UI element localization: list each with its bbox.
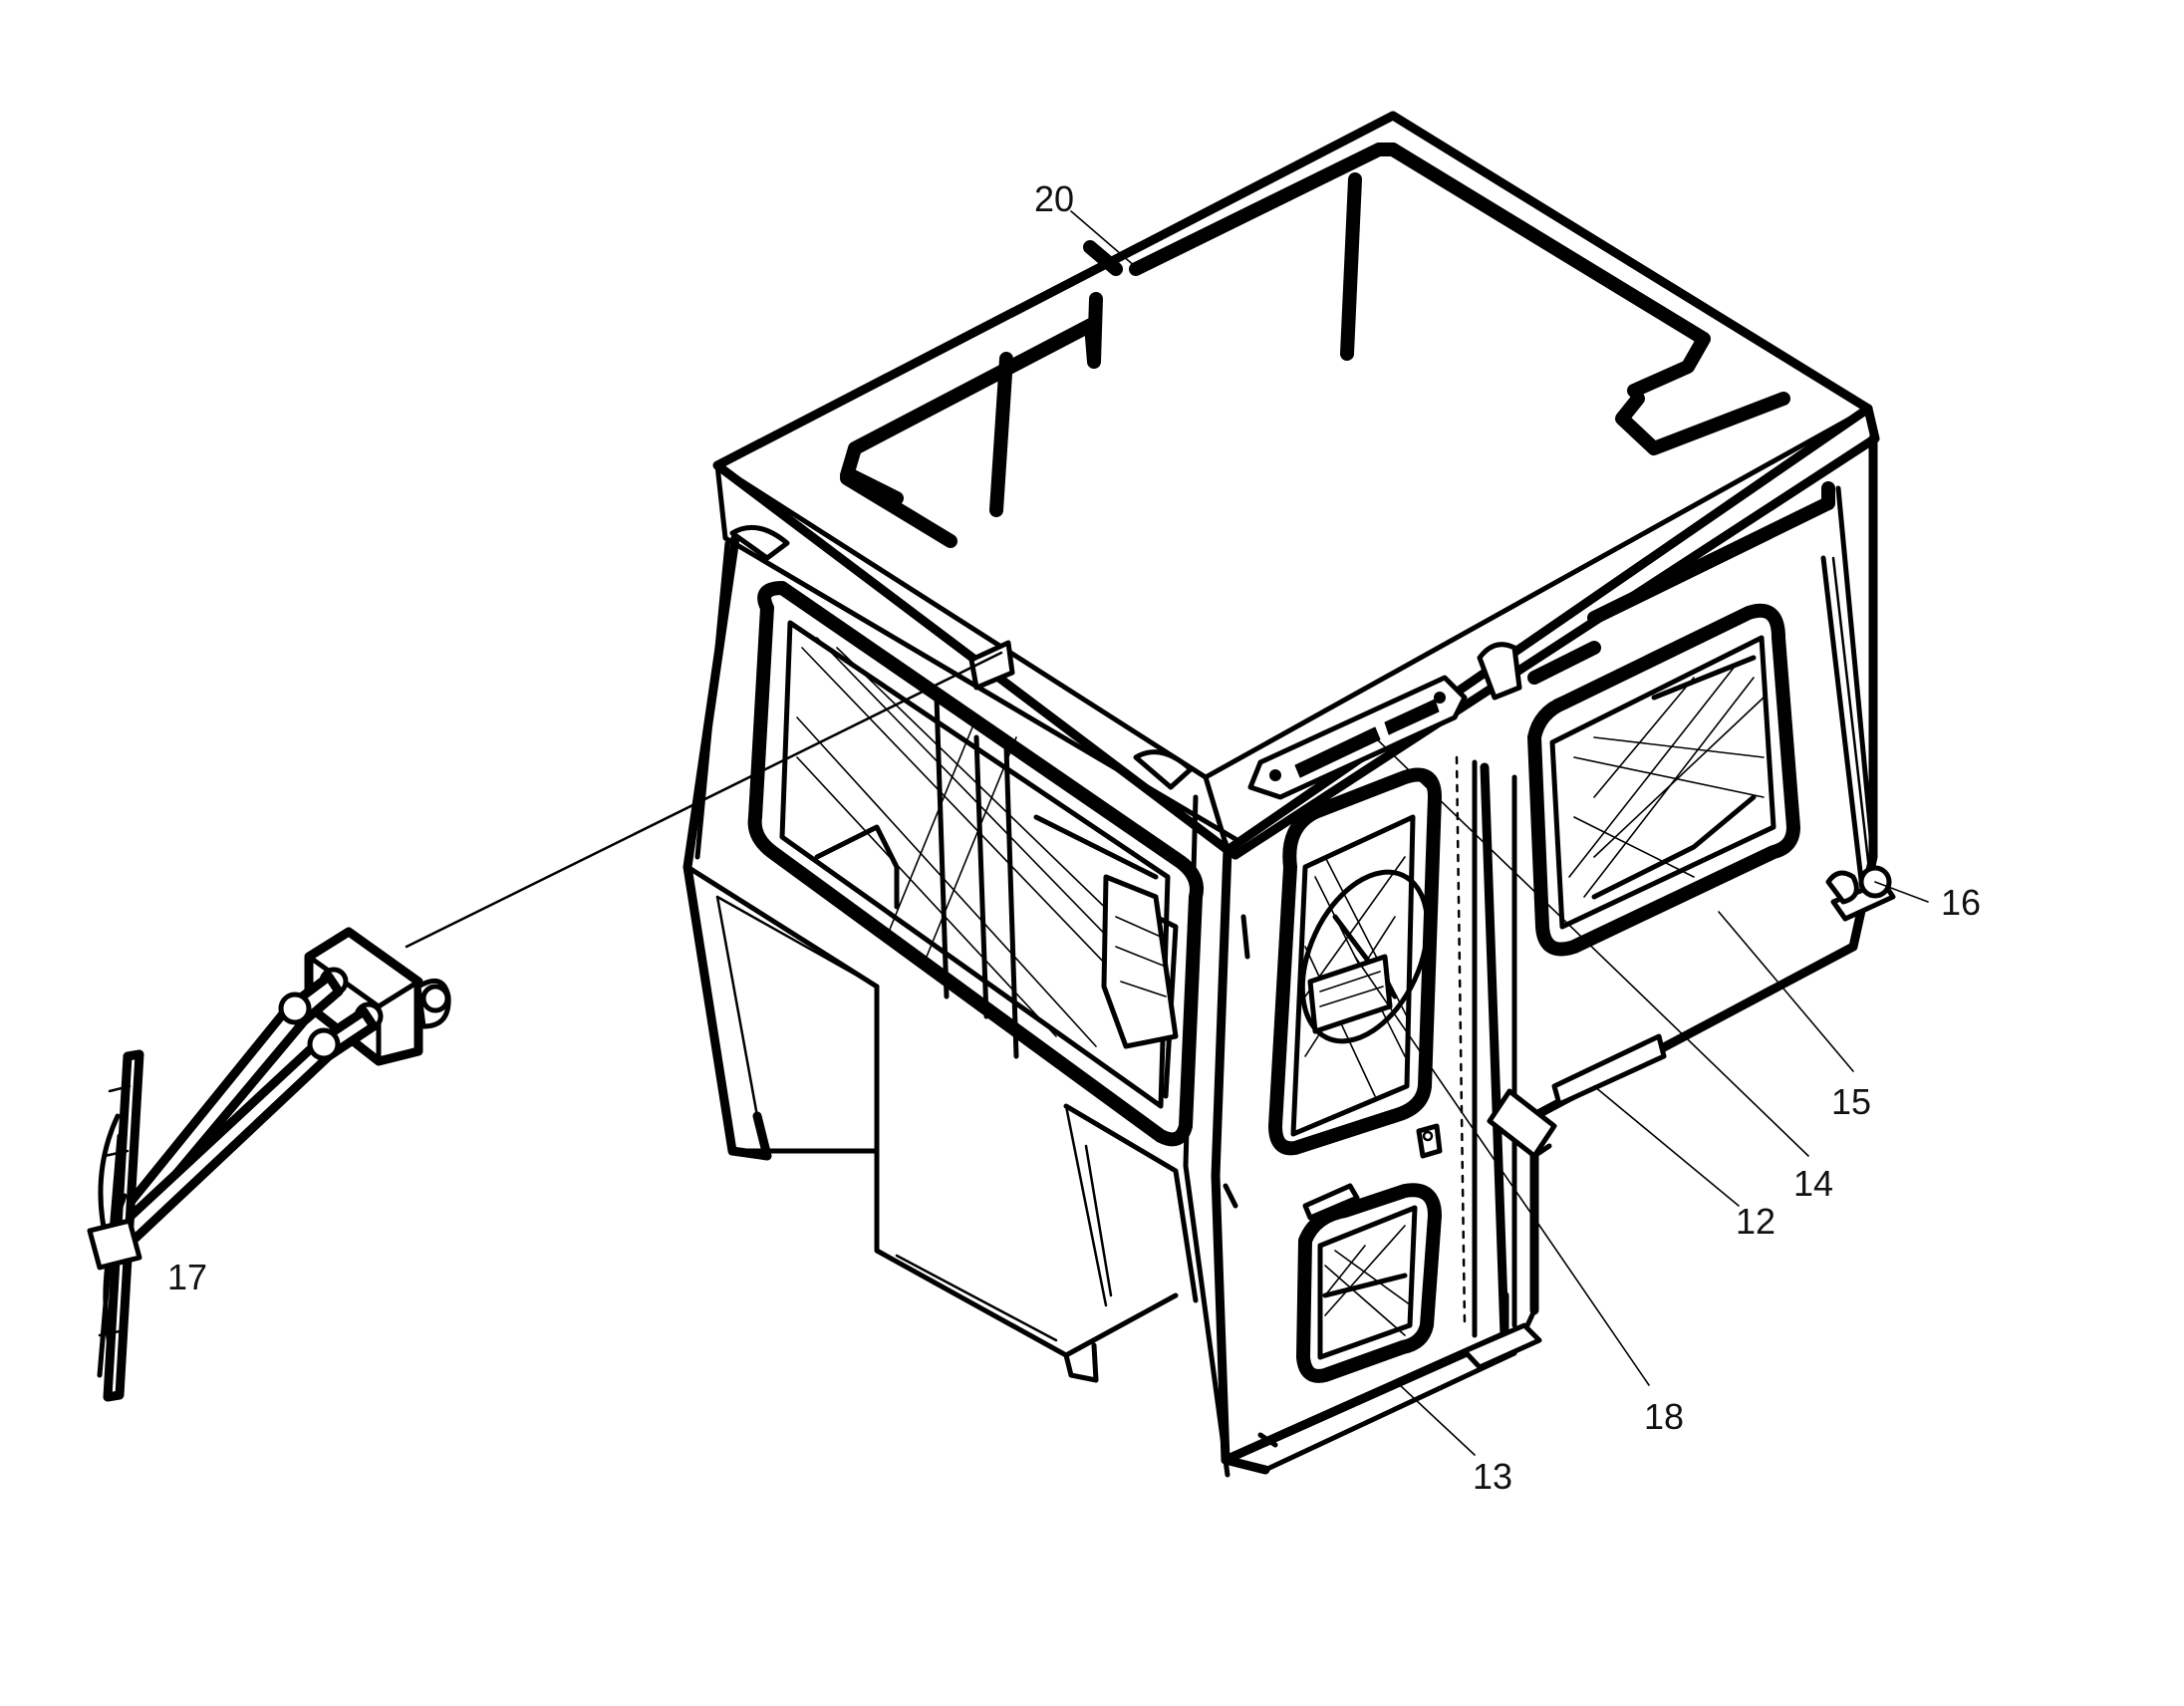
callout-14: 14 xyxy=(1793,1163,1833,1204)
wiper-assembly xyxy=(87,651,1003,1402)
callout-labels: 20 16 15 14 12 18 13 17 xyxy=(167,178,1981,1497)
right-side-window xyxy=(1527,481,1876,957)
front-door-windows xyxy=(1223,767,1443,1448)
callout-17: 17 xyxy=(167,1257,207,1297)
left-side-window xyxy=(747,581,1204,1147)
callout-20: 20 xyxy=(1034,178,1074,219)
callout-15: 15 xyxy=(1831,1081,1871,1122)
callout-16: 16 xyxy=(1941,882,1981,923)
cab-body xyxy=(682,433,1896,1478)
callout-18: 18 xyxy=(1644,1396,1684,1437)
callout-13: 13 xyxy=(1473,1456,1512,1497)
callout-12: 12 xyxy=(1736,1201,1775,1242)
leader-lines xyxy=(1070,210,1929,1456)
